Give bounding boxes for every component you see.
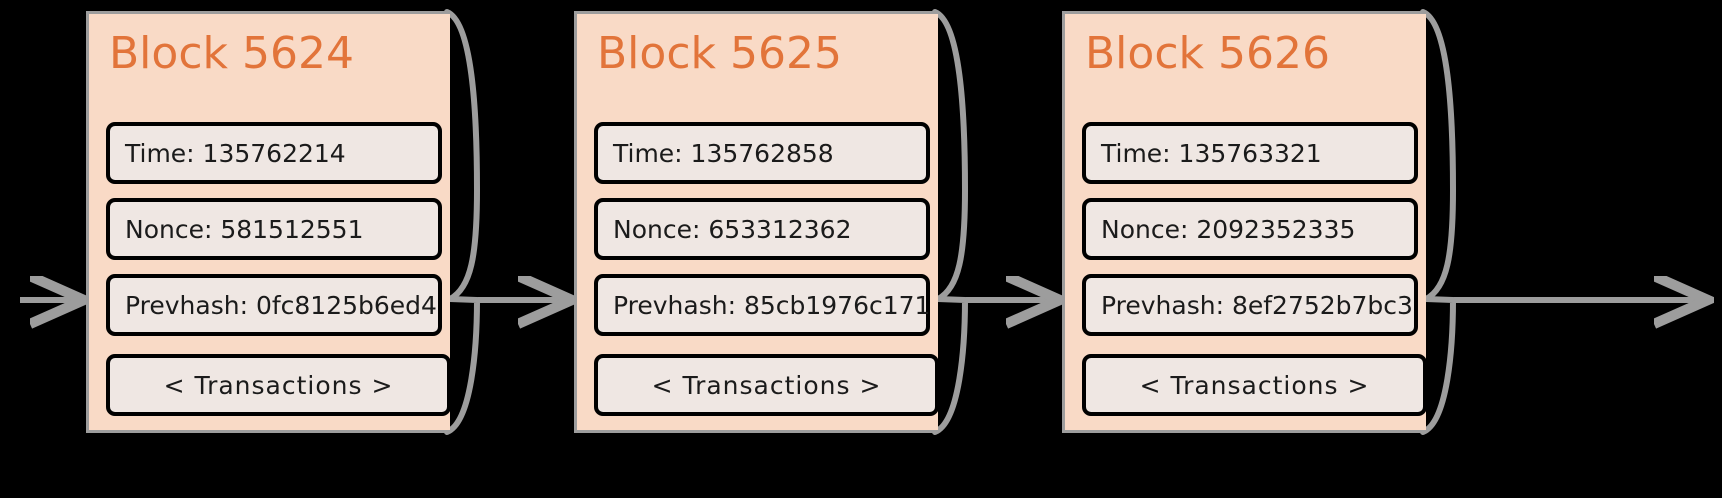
block-field-nonce: Nonce: 653312362 <box>594 198 930 260</box>
block-title: Block 5626 <box>1085 28 1330 79</box>
block-field-time-text: Time: 135762214 <box>125 138 346 168</box>
block-field-time: Time: 135763321 <box>1082 122 1418 184</box>
block-body-5624: Block 5624 Time: 135762214 Nonce: 581512… <box>86 11 451 433</box>
block-field-prevhash-text: Prevhash: 0fc8125b6ed4 <box>125 290 437 320</box>
block-field-prevhash: Prevhash: 85cb1976c171 <box>594 274 930 336</box>
block-title: Block 5625 <box>597 28 842 79</box>
block-body-5625: Block 5625 Time: 135762858 Nonce: 653312… <box>574 11 939 433</box>
block-field-transactions[interactable]: < Transactions > <box>1082 354 1427 416</box>
record-tail-5624 <box>444 9 481 435</box>
block-field-transactions[interactable]: < Transactions > <box>594 354 939 416</box>
block-field-time: Time: 135762214 <box>106 122 442 184</box>
record-tail-5625 <box>932 9 969 435</box>
block-body-5626: Block 5626 Time: 135763321 Nonce: 209235… <box>1062 11 1427 433</box>
block-card-5625[interactable]: Block 5625 Time: 135762858 Nonce: 653312… <box>574 11 939 433</box>
block-field-time: Time: 135762858 <box>594 122 930 184</box>
block-field-nonce-text: Nonce: 2092352335 <box>1101 214 1356 244</box>
block-field-prevhash: Prevhash: 0fc8125b6ed4 <box>106 274 442 336</box>
block-field-nonce-text: Nonce: 581512551 <box>125 214 364 244</box>
block-field-prevhash: Prevhash: 8ef2752b7bc3 <box>1082 274 1418 336</box>
block-field-prevhash-text: Prevhash: 85cb1976c171 <box>613 290 931 320</box>
block-field-transactions-text: < Transactions > <box>651 370 882 400</box>
block-field-transactions-text: < Transactions > <box>163 370 394 400</box>
block-field-prevhash-text: Prevhash: 8ef2752b7bc3 <box>1101 290 1413 320</box>
block-field-nonce: Nonce: 581512551 <box>106 198 442 260</box>
block-field-nonce-text: Nonce: 653312362 <box>613 214 852 244</box>
block-title: Block 5624 <box>109 28 354 79</box>
block-field-time-text: Time: 135762858 <box>613 138 834 168</box>
block-field-transactions-text: < Transactions > <box>1139 370 1370 400</box>
block-card-5626[interactable]: Block 5626 Time: 135763321 Nonce: 209235… <box>1062 11 1427 433</box>
block-field-time-text: Time: 135763321 <box>1101 138 1322 168</box>
block-card-5624[interactable]: Block 5624 Time: 135762214 Nonce: 581512… <box>86 11 451 433</box>
block-field-transactions[interactable]: < Transactions > <box>106 354 451 416</box>
record-tail-5626 <box>1420 9 1457 435</box>
block-field-nonce: Nonce: 2092352335 <box>1082 198 1418 260</box>
